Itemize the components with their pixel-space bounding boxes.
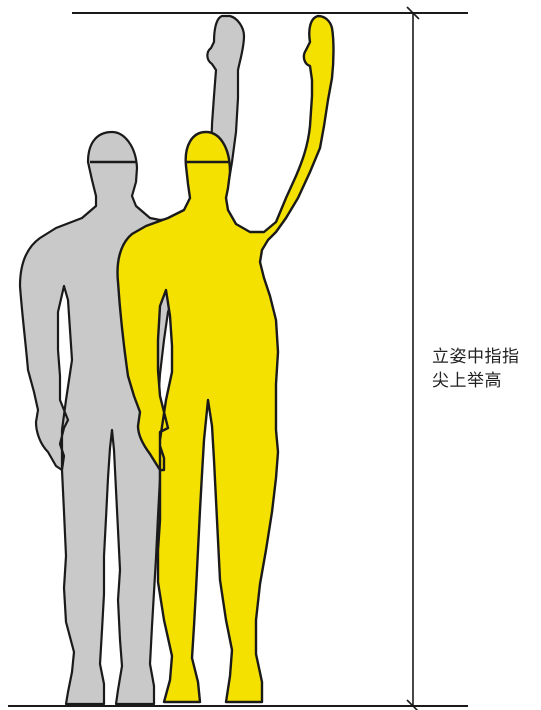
top-tick-mark	[406, 6, 420, 20]
front-figure-body	[116, 14, 335, 704]
front-figure-yellow	[116, 14, 335, 704]
bottom-tick-mark	[406, 699, 419, 710]
height-label-line-1: 立姿中指指	[432, 347, 520, 367]
height-label-line-2: 尖上举高	[432, 371, 502, 391]
measurement-lines	[8, 6, 468, 710]
